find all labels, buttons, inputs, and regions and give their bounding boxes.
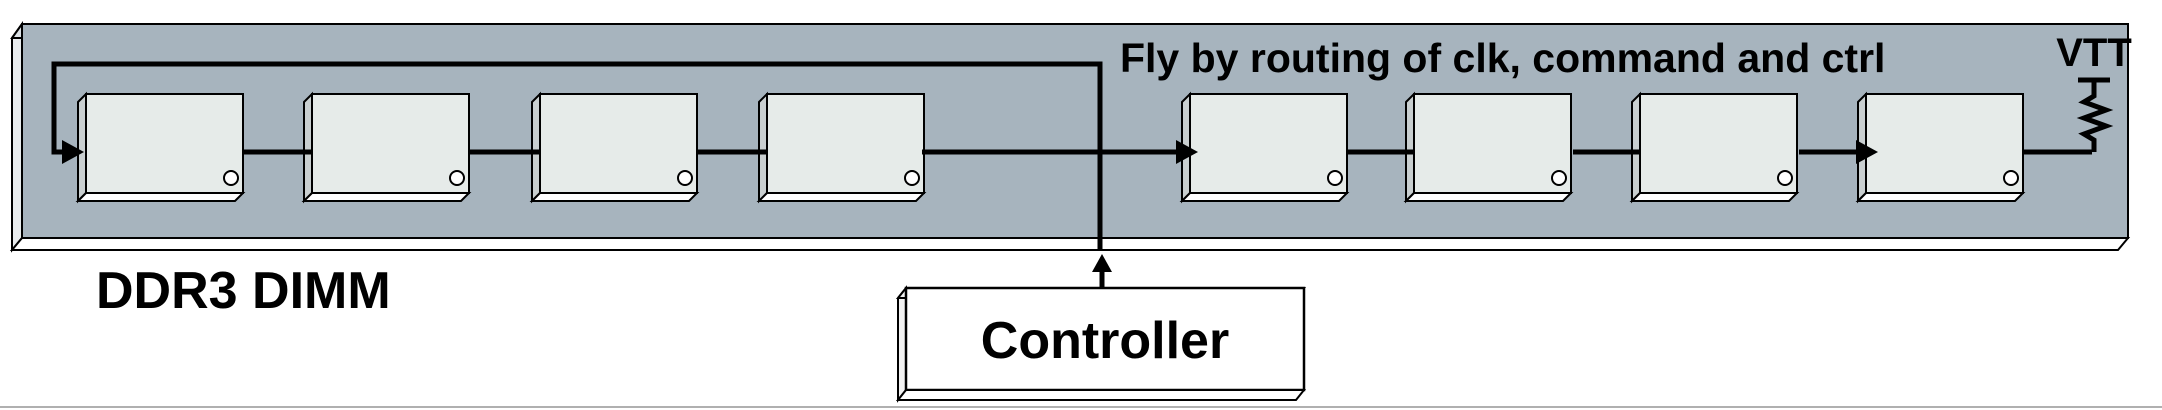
dram-chip-8: [1855, 91, 2026, 204]
chip-face: [311, 93, 470, 194]
arrowhead-controller-up: [1092, 254, 1112, 272]
chip-bottom: [1855, 192, 2026, 202]
arrowhead-chip-1: [62, 140, 84, 164]
chip-bottom: [1629, 192, 1800, 202]
arrowhead-chip-5: [1176, 140, 1198, 164]
chip-bottom: [1179, 192, 1350, 202]
pin1-marker-icon: [2003, 170, 2019, 186]
dram-chip-3: [529, 91, 700, 204]
dram-chip-6: [1403, 91, 1574, 204]
dimm-board-left-side: [11, 20, 23, 253]
controller-box-bottom-side: [895, 389, 1307, 401]
dram-chips: [75, 91, 2026, 204]
controller-box: [895, 285, 1307, 403]
pin1-marker-icon: [904, 170, 920, 186]
routing-wires: [51, 61, 2092, 288]
pin1-marker-icon: [1551, 170, 1567, 186]
chip-face: [1413, 93, 1572, 194]
arrowheads: [62, 140, 1878, 272]
chip-face: [539, 93, 698, 194]
chip-bottom: [756, 192, 927, 202]
dram-chip-4: [756, 91, 927, 204]
pin1-marker-icon: [449, 170, 465, 186]
chip-face: [1639, 93, 1798, 194]
chip-face: [1189, 93, 1348, 194]
routing-title: Fly by routing of clk, command and ctrl: [1120, 35, 1885, 81]
chip-face: [766, 93, 925, 194]
vtt-termination: [2076, 77, 2114, 152]
chip-bottom: [75, 192, 246, 202]
termination-resistor-icon: [2076, 80, 2114, 152]
chip-bottom: [1403, 192, 1574, 202]
dram-chip-2: [301, 91, 472, 204]
dram-chip-1: [75, 91, 246, 204]
chip-side: [758, 91, 768, 204]
chip-face: [1865, 93, 2024, 194]
dimm-label: DDR3 DIMM: [96, 262, 391, 320]
pin1-marker-icon: [677, 170, 693, 186]
clk-cmd-bus-wire: [51, 61, 1103, 250]
chip-side: [1631, 91, 1641, 204]
controller-box-face: [904, 286, 1306, 392]
chip-side: [303, 91, 313, 204]
dram-chip-5: [1179, 91, 1350, 204]
chip-side: [77, 91, 87, 204]
arrowhead-chip-8: [1856, 140, 1878, 164]
controller-label: Controller: [981, 312, 1229, 370]
chip-face: [85, 93, 244, 194]
dram-chip-7: [1629, 91, 1800, 204]
pin1-marker-icon: [1777, 170, 1793, 186]
pin1-marker-icon: [1327, 170, 1343, 186]
chip-side: [531, 91, 541, 204]
chip-bottom: [301, 192, 472, 202]
chip-side: [1405, 91, 1415, 204]
chip-bottom: [529, 192, 700, 202]
pin1-marker-icon: [223, 170, 239, 186]
vtt-label: VTT: [2056, 31, 2132, 75]
dimm-board-bottom-edge: [9, 237, 2131, 251]
